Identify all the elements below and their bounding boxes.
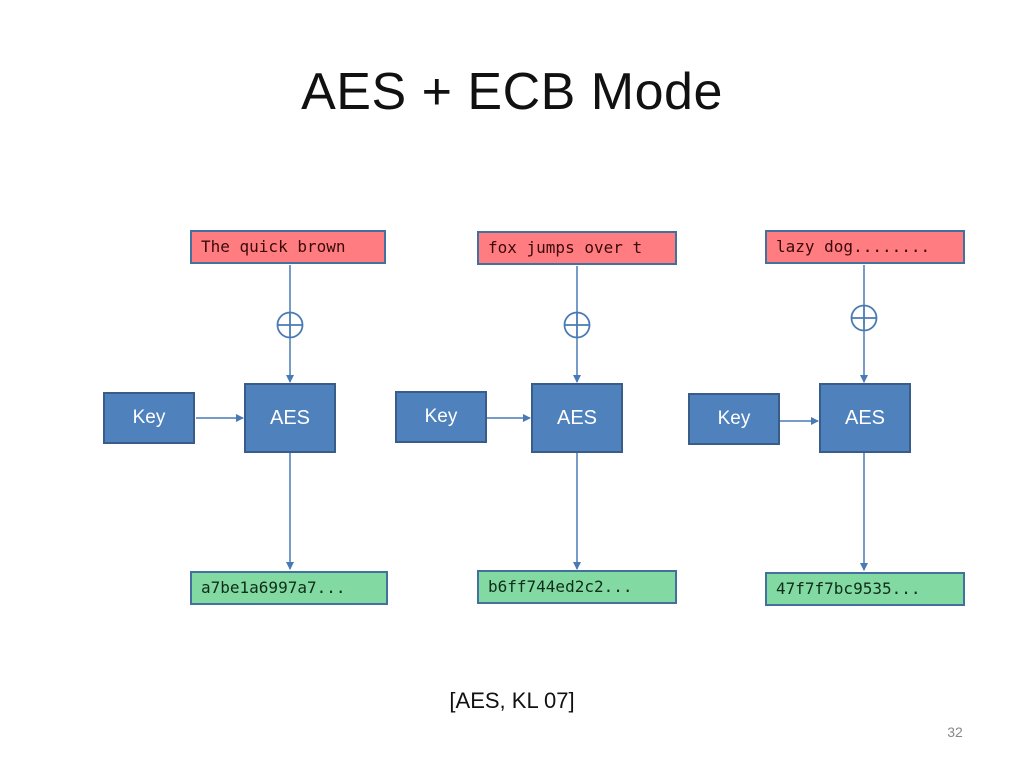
citation: [AES, KL 07] — [449, 688, 575, 713]
plaintext-block-3: lazy dog........ — [765, 230, 965, 264]
key-box-3: Key — [688, 393, 780, 445]
key-box-2: Key — [395, 391, 487, 443]
xor-icon-3 — [850, 304, 878, 332]
xor-icon-2 — [563, 311, 591, 339]
ciphertext-block-1: a7be1a6997a7... — [190, 571, 388, 605]
aes-box-1: AES — [244, 383, 336, 453]
plaintext-block-1: The quick brown — [190, 230, 386, 264]
slide-number: 32 — [947, 724, 963, 740]
ciphertext-block-3: 47f7f7bc9535... — [765, 572, 965, 606]
xor-icon-1 — [276, 311, 304, 339]
aes-box-3: AES — [819, 383, 911, 453]
ciphertext-block-2: b6ff744ed2c2... — [477, 570, 677, 604]
aes-box-2: AES — [531, 383, 623, 453]
plaintext-block-2: fox jumps over t — [477, 231, 677, 265]
key-box-1: Key — [103, 392, 195, 444]
slide-title: AES + ECB Mode — [301, 63, 723, 121]
